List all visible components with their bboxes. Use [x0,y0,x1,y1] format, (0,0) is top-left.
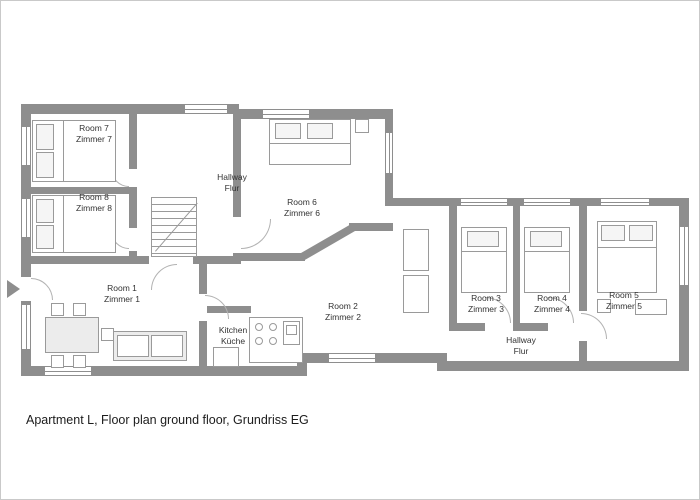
hallway-right-label: Hallway Flur [506,335,536,357]
window [524,198,570,206]
wall [193,256,241,264]
room-7-name-en: Room 7 [79,122,109,133]
wall [21,104,31,277]
wall [199,259,207,294]
room-7-label: Room 7 Zimmer 7 [76,123,112,145]
kitchen-label: Kitchen Küche [219,325,247,347]
kitchen-name-de: Küche [220,336,246,346]
room-6-label: Room 6 Zimmer 6 [284,197,320,219]
door-arc-hallway-room-1 [151,264,177,290]
window [679,227,689,285]
stove-burner [255,337,263,345]
window [21,127,31,165]
nightstand-room-6 [355,119,369,133]
room-5-name-en: Room 5 [609,289,639,300]
wall [21,366,307,376]
wall [207,306,251,313]
room-4-label: Room 4 Zimmer 4 [534,293,570,315]
window [185,104,227,114]
room-3-name-de: Zimmer 3 [468,304,504,314]
room-8-label: Room 8 Zimmer 8 [76,192,112,214]
room-4-name-de: Zimmer 4 [534,304,570,314]
hallway-top-name-en: Hallway [217,171,247,182]
room-7-name-de: Zimmer 7 [76,134,112,144]
room-4-name-en: Room 4 [537,292,567,303]
door-arc-kitchen [205,295,229,319]
wall [199,321,207,376]
wall [233,114,241,217]
window [329,353,375,363]
door-arc-entrance [31,278,53,300]
window [461,198,507,206]
caption: Apartment L, Floor plan ground floor, Gr… [26,413,309,427]
shelf [403,229,429,271]
room-2-label: Room 2 Zimmer 2 [325,301,361,323]
wall [579,341,587,369]
wall [129,187,137,228]
window [21,199,31,237]
wall [679,206,689,371]
wall [233,253,305,261]
desk-room-5 [635,299,667,315]
wall [449,206,457,331]
room-5-name-de: Zimmer 5 [606,301,642,311]
hallway-top-name-de: Flur [224,183,240,193]
room-3-label: Room 3 Zimmer 3 [468,293,504,315]
hallway-top-label: Hallway Flur [217,172,247,194]
room-3-name-en: Room 3 [471,292,501,303]
window [45,366,91,376]
stove-burner [269,323,277,331]
room-2-name-en: Room 2 [328,300,358,311]
wall [21,256,149,264]
room-6-name-en: Room 6 [287,196,317,207]
shelf [403,275,429,313]
room-1-label: Room 1 Zimmer 1 [104,283,140,305]
wall [21,104,239,114]
room-6-name-de: Zimmer 6 [284,208,320,218]
window [21,305,31,349]
wall [349,223,393,231]
stove-burner [255,323,263,331]
wall [29,187,133,194]
wall [233,109,393,119]
wall [437,361,689,371]
wall [579,206,587,311]
door-arc-room-6 [241,219,271,249]
wall [297,353,307,376]
room-8-name-en: Room 8 [79,191,109,202]
window [385,133,393,173]
wall [513,206,520,331]
hallway-right-name-en: Hallway [506,334,536,345]
window [601,198,649,206]
room-1-name-de: Zimmer 1 [104,294,140,304]
kitchen-appliance [213,347,239,367]
window [263,109,309,119]
wall [437,353,447,371]
wall [457,323,485,331]
wall [520,323,548,331]
entrance-arrow-icon [7,280,20,298]
nightstand-room-5 [597,299,611,313]
door-arc-room-5 [581,313,607,339]
stove-burner [269,337,277,345]
room-8-name-de: Zimmer 8 [76,203,112,213]
room-1-name-en: Room 1 [107,282,137,293]
hallway-right-name-de: Flur [513,346,529,356]
room-2-name-de: Zimmer 2 [325,312,361,322]
wall [129,114,137,169]
room-5-label: Room 5 Zimmer 5 [606,290,642,312]
kitchen-name-en: Kitchen [218,324,248,335]
